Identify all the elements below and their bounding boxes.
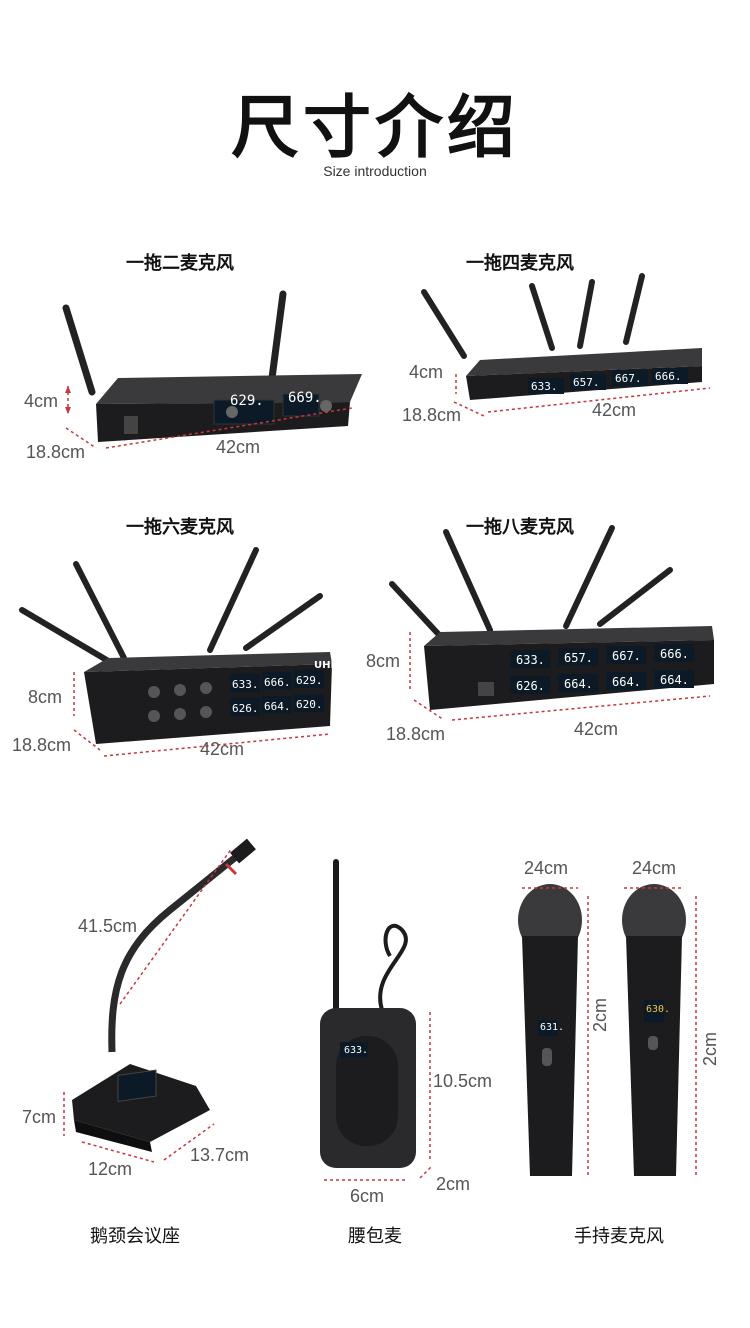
rx8-display-4: 666. — [660, 647, 689, 661]
receiver-8ch-image — [389, 525, 714, 721]
page-title: 尺寸介绍 — [230, 89, 519, 168]
rx8-depth-label: 18.8cm — [386, 724, 446, 744]
section-title-rx8: 一拖八麦克风 — [466, 517, 574, 538]
rx6-height-label: 8cm — [28, 687, 63, 707]
rx8-display-2: 657. — [564, 651, 593, 665]
receiver-6ch-image — [19, 547, 332, 757]
section-title-rx4: 一拖四麦克风 — [466, 253, 574, 274]
page-subtitle: Size introduction — [323, 163, 427, 179]
rx2-display-1: 629. — [230, 393, 264, 409]
rx6-display-4: 626. — [232, 702, 259, 715]
rx2-display-2: 669. — [288, 390, 322, 406]
rx6-depth-label: 18.8cm — [12, 735, 72, 755]
bodypack-width-label: 6cm — [350, 1186, 385, 1206]
gooseneck-caption: 鹅颈会议座 — [90, 1226, 180, 1247]
rx8-display-5: 626. — [516, 679, 545, 693]
rx8-display-7: 664. — [612, 675, 641, 689]
rx6-display-3: 629. — [296, 674, 323, 687]
gooseneck-depth-label: 13.7cm — [190, 1145, 250, 1165]
rx8-width-label: 42cm — [574, 719, 619, 739]
rx8-display-6: 664. — [564, 677, 593, 691]
rx6-display-5: 664. — [264, 700, 291, 713]
rx8-display-8: 664. — [660, 673, 689, 687]
handheld1-display: 631. — [540, 1022, 565, 1033]
bodypack-display: 633. — [344, 1045, 369, 1056]
section-title-rx2: 一拖二麦克风 — [126, 253, 234, 274]
handheld2-length-label: 24cm — [632, 858, 677, 878]
rx2-depth-label: 18.8cm — [26, 442, 86, 462]
bodypack-depth-label: 2cm — [436, 1174, 471, 1194]
handheld2-diameter-label: 2cm — [700, 1031, 720, 1066]
rx8-height-label: 8cm — [366, 651, 401, 671]
rx6-display-2: 666. — [264, 676, 291, 689]
rx4-width-label: 42cm — [592, 400, 637, 420]
gooseneck-mic-image — [63, 838, 256, 1163]
handheld1-diameter-label: 2cm — [590, 997, 610, 1032]
bodypack-transmitter-image — [320, 859, 433, 1181]
handheld-mics-image — [518, 884, 697, 1178]
rx4-display-2: 657. — [573, 376, 600, 389]
rx4-height-label: 4cm — [409, 362, 444, 382]
bodypack-caption: 腰包麦 — [348, 1226, 402, 1247]
section-title-rx6: 一拖六麦克风 — [126, 517, 234, 538]
rx4-depth-label: 18.8cm — [402, 405, 462, 425]
rx8-display-1: 633. — [516, 653, 545, 667]
rx6-display-1: 633. — [232, 678, 259, 691]
receiver-2ch-image — [62, 290, 362, 449]
rx4-display-4: 666. — [655, 370, 682, 383]
rx8-display-3: 667. — [612, 649, 641, 663]
handheld1-length-label: 24cm — [524, 858, 569, 878]
bodypack-height-label: 10.5cm — [433, 1071, 493, 1091]
rx6-uhf-badge: UHF — [314, 660, 338, 671]
rx2-height-label: 4cm — [24, 391, 59, 411]
rx6-display-6: 620. — [296, 698, 323, 711]
receiver-4ch-image — [421, 273, 711, 417]
gooseneck-height-label: 7cm — [22, 1107, 57, 1127]
rx4-display-1: 633. — [531, 380, 558, 393]
rx4-display-3: 667. — [615, 372, 642, 385]
gooseneck-neck-label: 41.5cm — [78, 916, 138, 936]
gooseneck-width-label: 12cm — [88, 1159, 133, 1179]
rx6-width-label: 42cm — [200, 739, 245, 759]
rx2-width-label: 42cm — [216, 437, 261, 457]
handheld2-display: 630. — [646, 1004, 671, 1015]
handheld-caption: 手持麦克风 — [574, 1226, 664, 1247]
